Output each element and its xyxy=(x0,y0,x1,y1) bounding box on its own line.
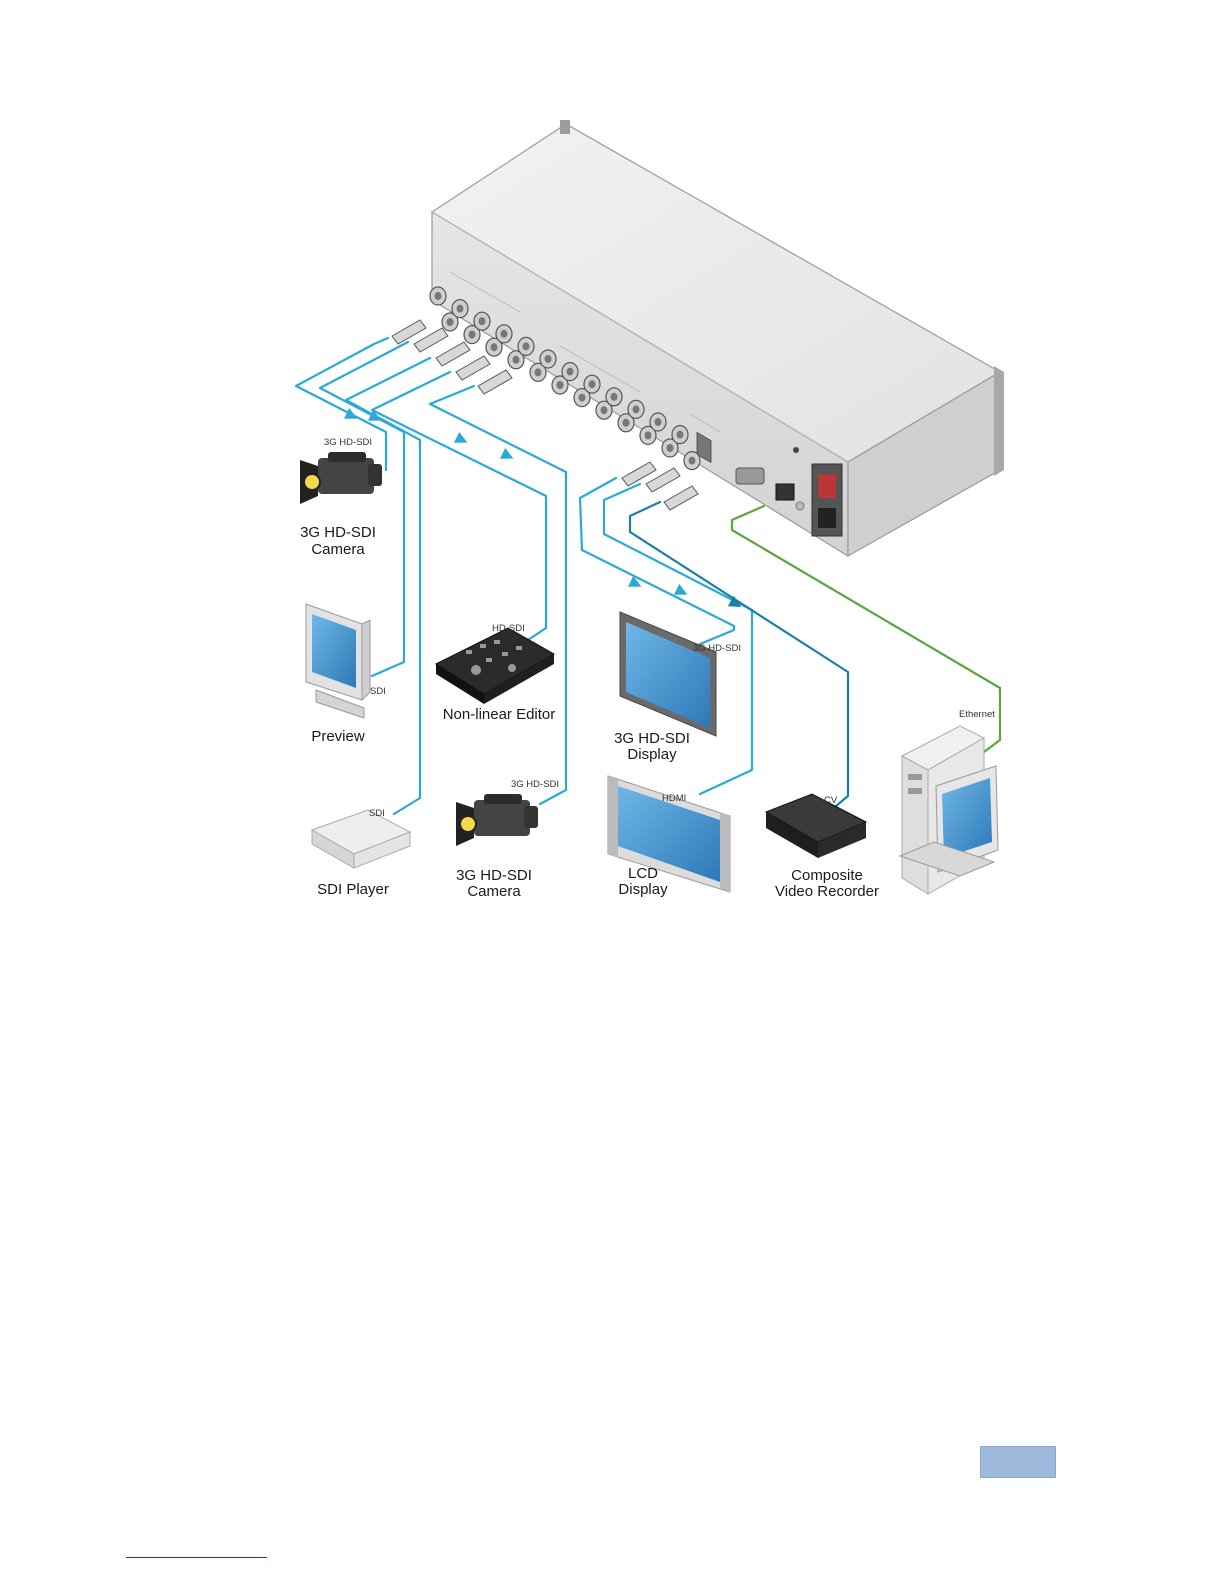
label-camera-bottom-line2: Camera xyxy=(467,883,521,900)
cable-label-recorder: CV xyxy=(824,795,838,806)
bnc-port xyxy=(430,287,446,305)
label-camera-top: 3G HD-SDI xyxy=(300,524,376,541)
label-recorder-line2: Video Recorder xyxy=(775,883,879,900)
crt-monitor-icon xyxy=(306,604,370,718)
cable-label-camera-bottom: 3G HD-SDI xyxy=(511,779,559,790)
bnc-port xyxy=(650,413,666,431)
bnc-port xyxy=(584,375,600,393)
bnc-plug xyxy=(436,342,470,366)
label-camera-top-line2: Camera xyxy=(311,541,365,558)
label-preview: Preview xyxy=(311,728,365,745)
footer-rule xyxy=(126,1557,267,1558)
cable-label-nle: HD-SDI xyxy=(492,623,525,634)
desktop-pc-icon xyxy=(900,726,998,894)
cable-label-preview: SDI xyxy=(370,686,386,697)
label-camera-bottom: 3G HD-SDI xyxy=(456,867,532,884)
cable-label-sdi-player: SDI xyxy=(369,808,385,819)
bnc-plug xyxy=(478,370,512,394)
ethernet-port xyxy=(776,484,794,500)
cable-label-camera-top: 3G HD-SDI xyxy=(324,437,372,448)
bnc-port xyxy=(684,452,700,470)
cable-label-lcd: HDMI xyxy=(662,793,686,804)
video-camera-icon xyxy=(300,452,382,504)
label-sdi-player: SDI Player xyxy=(317,881,389,898)
bnc-port xyxy=(540,350,556,368)
bnc-plug xyxy=(456,356,490,380)
recorder-icon xyxy=(766,794,866,858)
bnc-port xyxy=(474,312,490,330)
player-deck-icon xyxy=(312,810,410,868)
cable-camera-top xyxy=(296,338,388,470)
bnc-port xyxy=(518,337,534,355)
cable-label-ethernet: Ethernet xyxy=(959,709,995,720)
switcher-unit xyxy=(432,120,1004,556)
cable-label-display-3g: 3G HD-SDI xyxy=(693,643,741,654)
rs232-port xyxy=(736,468,764,484)
editor-console-icon xyxy=(436,628,554,704)
video-camera-icon xyxy=(456,794,538,846)
cable-nle xyxy=(372,372,546,640)
bnc-port xyxy=(452,300,468,318)
cable-sdi-player xyxy=(346,358,430,814)
label-display-3g-line2: Display xyxy=(627,746,677,763)
label-lcd: LCD xyxy=(628,865,658,882)
label-display-3g: 3G HD-SDI xyxy=(614,730,690,747)
label-nle: Non-linear Editor xyxy=(443,706,556,723)
bnc-port xyxy=(628,400,644,418)
page-number-box xyxy=(980,1446,1056,1478)
bnc-port xyxy=(496,325,512,343)
label-lcd-line2: Display xyxy=(618,881,668,898)
bnc-port xyxy=(672,426,688,444)
bnc-port xyxy=(606,388,622,406)
bnc-port xyxy=(562,363,578,381)
bnc-plug xyxy=(664,486,698,510)
power-inlet xyxy=(812,464,842,536)
flat-display-icon xyxy=(620,612,716,736)
label-recorder: Composite xyxy=(791,867,863,884)
